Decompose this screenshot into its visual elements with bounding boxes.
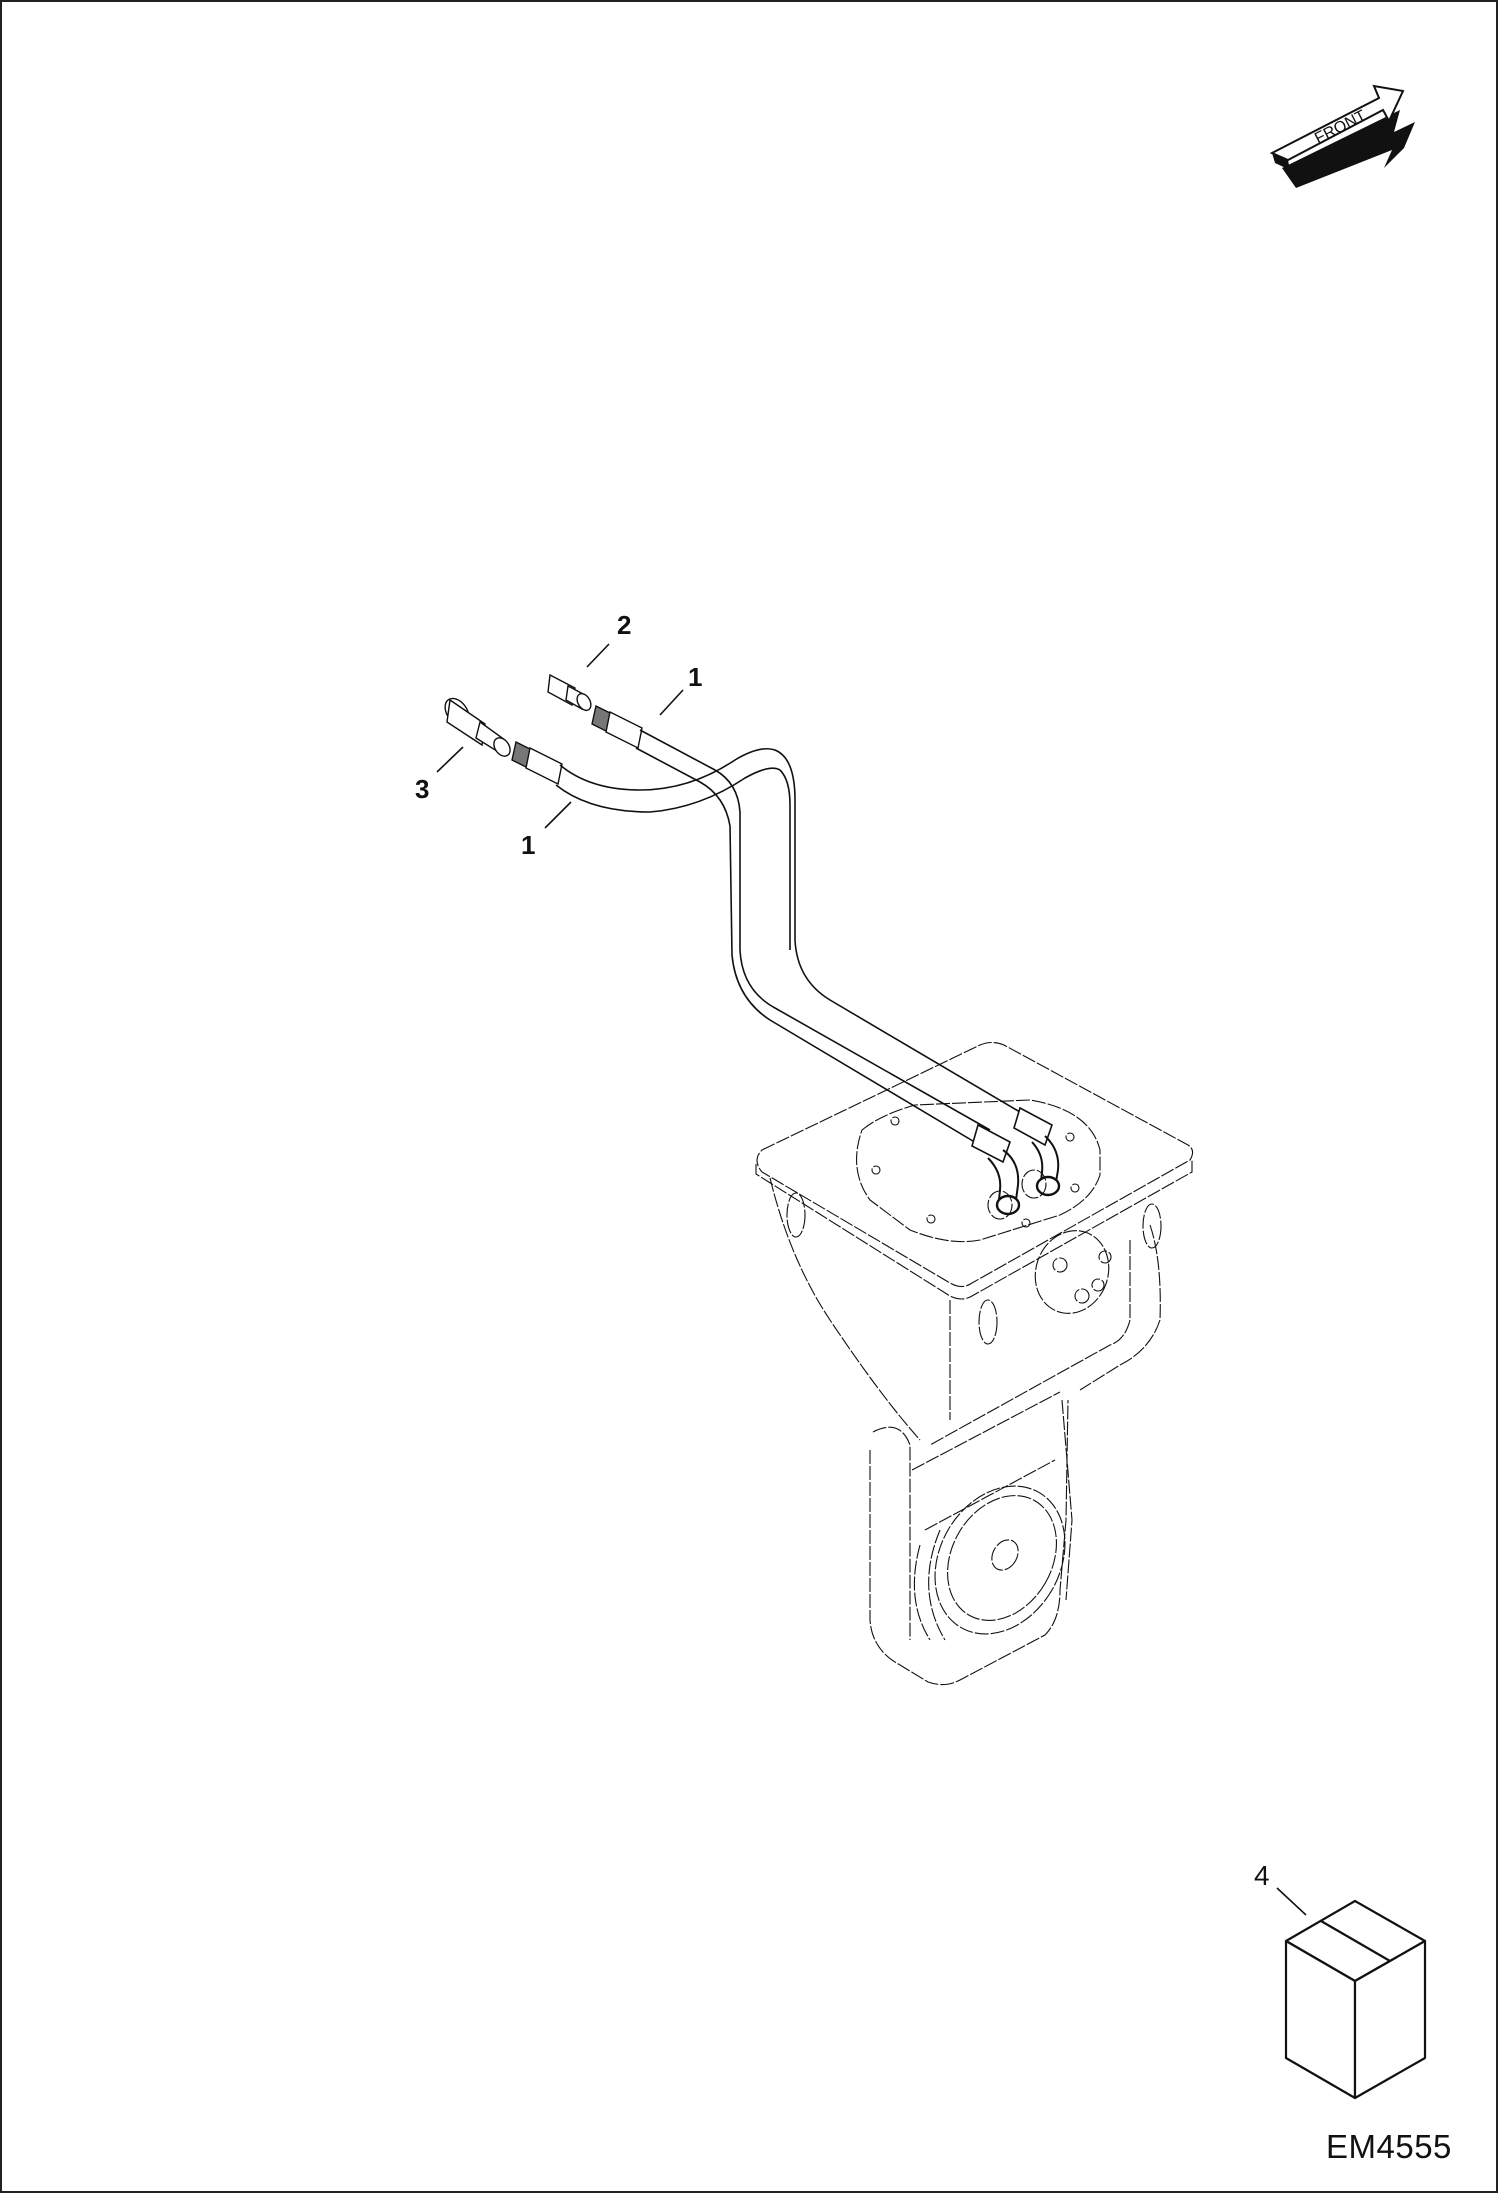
callout-3[interactable]: 3 — [415, 774, 430, 804]
callout-1-lower[interactable]: 1 — [521, 830, 536, 860]
quick-coupler-part — [444, 697, 511, 757]
front-direction-arrow-icon: FRONT — [1269, 84, 1415, 188]
figure-id: EM4555 — [1326, 2128, 1452, 2165]
callout-1-upper[interactable]: 1 — [688, 662, 703, 692]
callout-2[interactable]: 2 — [617, 610, 632, 640]
adapter-fitting-part — [547, 673, 592, 712]
hose-fitting-ends — [511, 704, 643, 786]
callout-4[interactable]: 4 — [1254, 1860, 1270, 1891]
leader-lines — [436, 643, 1307, 1916]
hydraulic-hoses — [555, 729, 1061, 1216]
drive-motor-housing — [755, 1041, 1194, 1686]
kit-box-icon — [1284, 1899, 1427, 2100]
